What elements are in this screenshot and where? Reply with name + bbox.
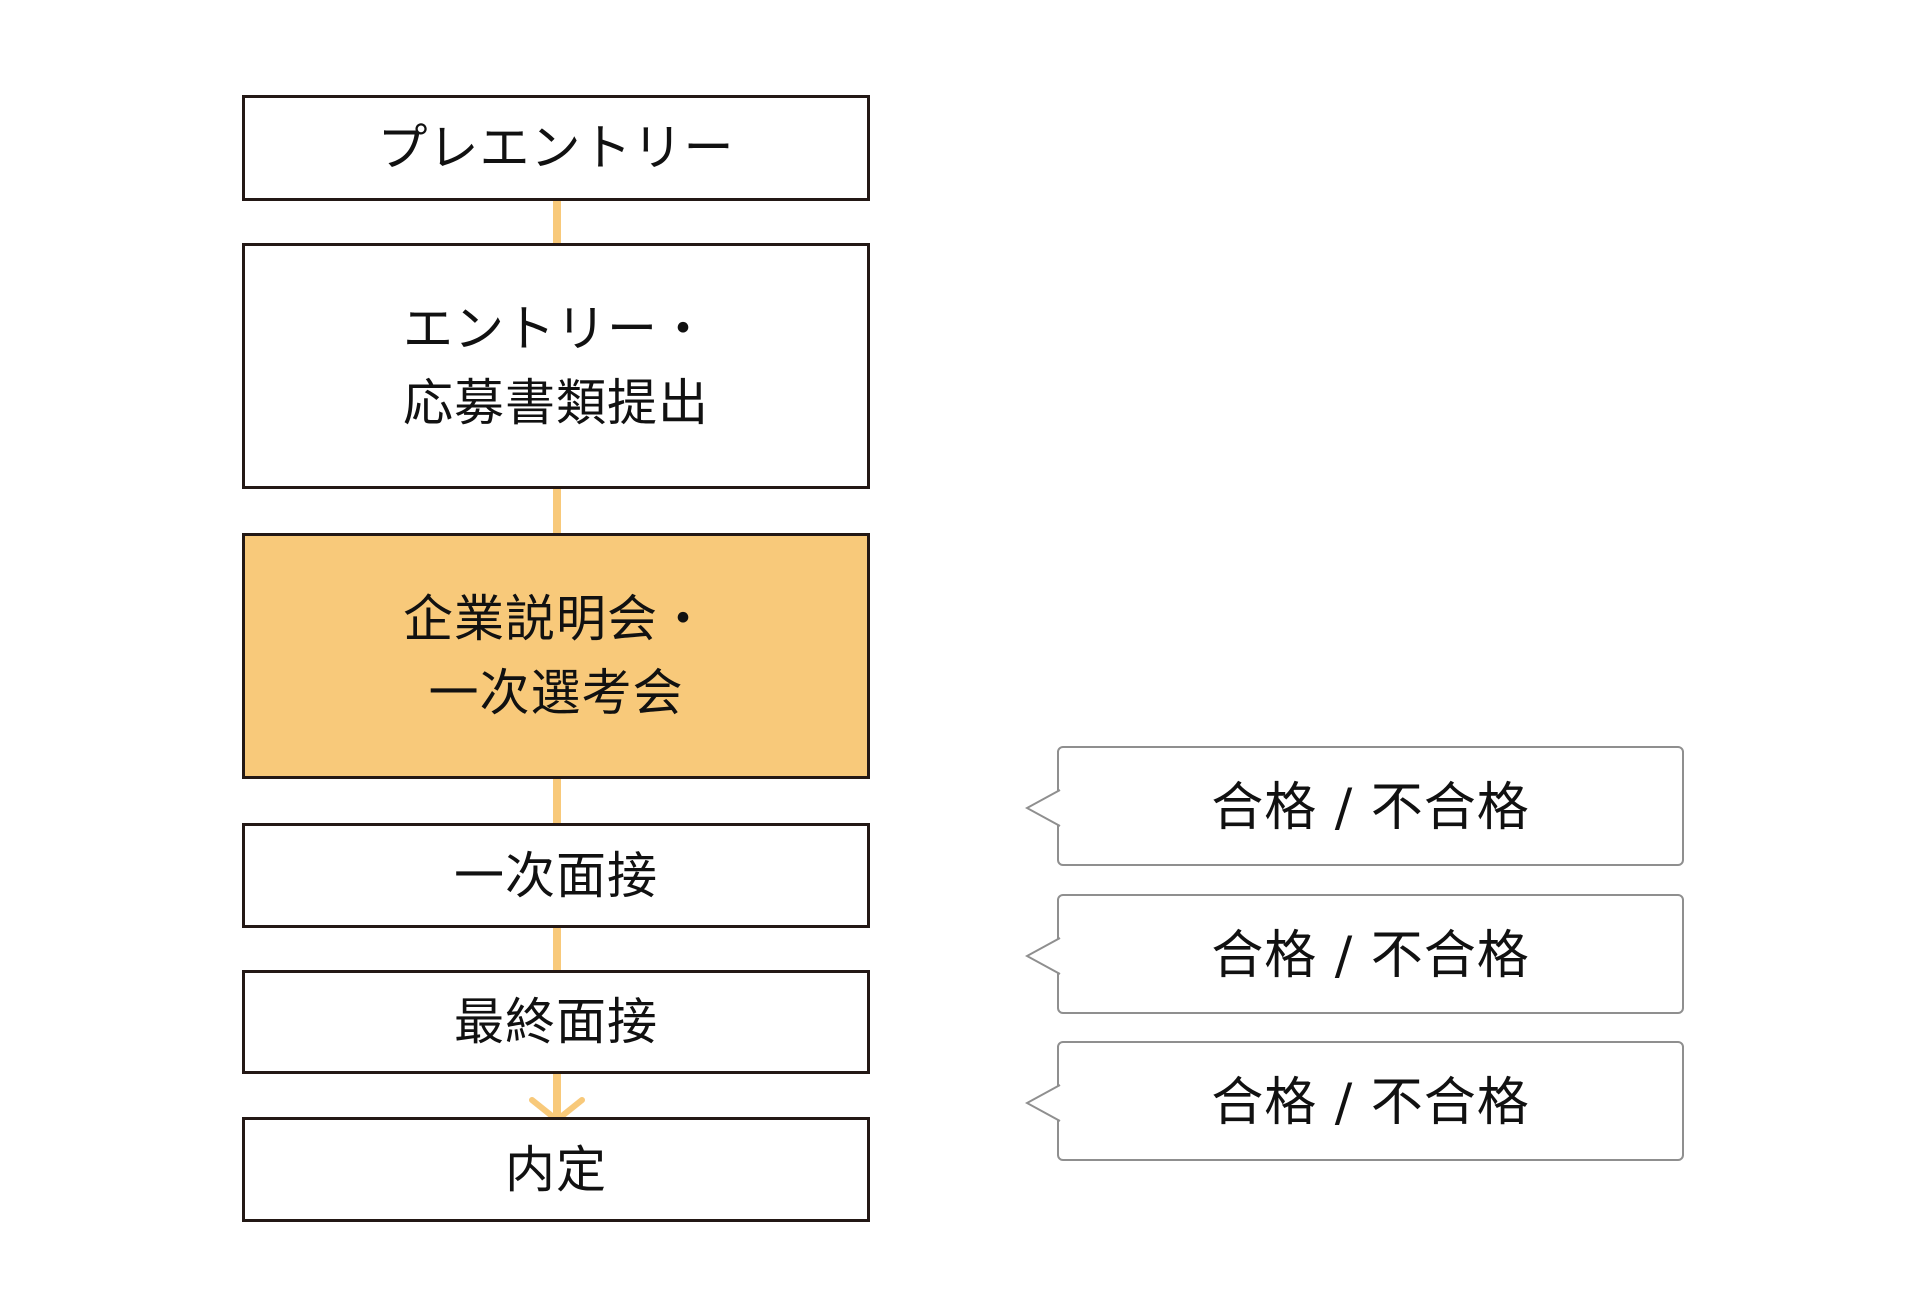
step-final-interview: 最終面接 [242, 970, 870, 1074]
callout-pointer-icon [1025, 936, 1061, 976]
step-pre-entry-label: プレエントリー [377, 119, 735, 177]
step-company-briefing-line-2: 一次選考会 [428, 664, 684, 722]
step-entry-documents-line-1: エントリー・ [403, 300, 709, 358]
callout-pointer-icon [1025, 788, 1061, 828]
step-entry-documents-line-2: 応募書類提出 [403, 374, 709, 432]
result-callout-3: 合格 / 不合格 [1025, 1041, 1684, 1161]
step-first-interview-label: 一次面接 [454, 846, 658, 905]
connector-5-6 [553, 1073, 561, 1119]
result-callout-1: 合格 / 不合格 [1025, 746, 1684, 866]
step-offer-label: 内定 [505, 1140, 607, 1199]
callout-pointer-icon [1025, 1083, 1061, 1123]
step-offer: 内定 [242, 1117, 870, 1222]
result-callout-1-label: 合格 / 不合格 [1211, 777, 1530, 838]
step-final-interview-label: 最終面接 [454, 993, 658, 1051]
connector-1-2 [553, 200, 561, 244]
step-company-briefing: 企業説明会・ 一次選考会 [242, 533, 870, 779]
step-entry-documents: エントリー・ 応募書類提出 [242, 243, 870, 489]
connector-3-4 [553, 778, 561, 824]
result-callout-2-label: 合格 / 不合格 [1211, 925, 1530, 986]
result-callout-3-label: 合格 / 不合格 [1211, 1072, 1530, 1133]
step-first-interview: 一次面接 [242, 823, 870, 928]
step-company-briefing-label: 企業説明会・ 一次選考会 [403, 582, 709, 730]
connector-2-3 [553, 488, 561, 534]
step-entry-documents-label: エントリー・ 応募書類提出 [403, 292, 709, 440]
step-company-briefing-line-1: 企業説明会・ [403, 590, 709, 648]
step-pre-entry: プレエントリー [242, 95, 870, 201]
connector-4-5 [553, 927, 561, 971]
result-callout-2: 合格 / 不合格 [1025, 894, 1684, 1014]
